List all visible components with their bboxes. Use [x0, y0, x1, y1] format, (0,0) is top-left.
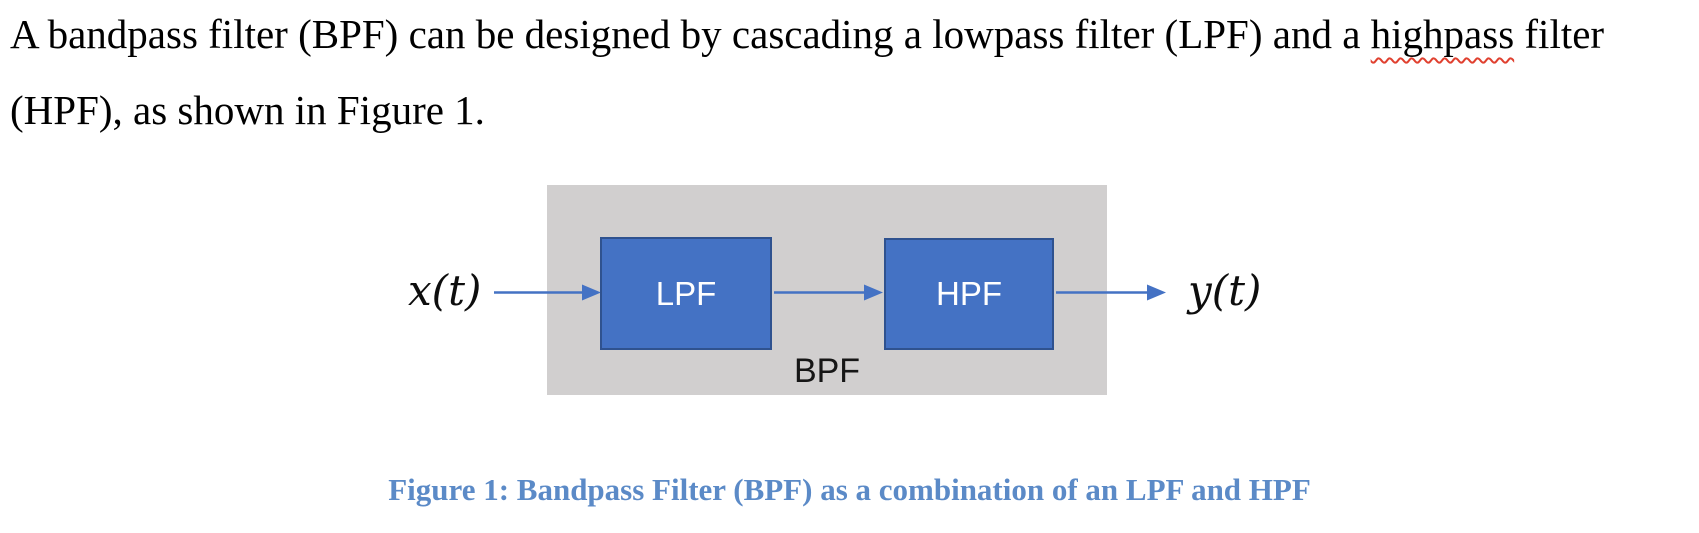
hpf-block-label: HPF [936, 275, 1002, 312]
paragraph-line-1: A bandpass filter (BPF) can be designed … [10, 11, 1604, 57]
bpf-group-label: BPF [793, 352, 861, 390]
output-signal-label: y(t) [1188, 266, 1262, 315]
misspelled-word-highpass[interactable]: highpass [1370, 11, 1515, 57]
input-signal-label: x(t) [408, 266, 482, 315]
paragraph-line-1-before: A bandpass filter (BPF) can be designed … [10, 11, 1371, 57]
paragraph-line-1-after: filter [1514, 11, 1605, 57]
figure-caption: Figure 1: Bandpass Filter (BPF) as a com… [388, 472, 1311, 507]
hpf-block: HPF [884, 238, 1054, 350]
lpf-block-label: LPF [655, 274, 717, 312]
paragraph: A bandpass filter (BPF) can be designed … [10, 0, 1699, 148]
lpf-block: LPF [600, 237, 772, 350]
paragraph-line-2: (HPF), as shown in Figure 1. [10, 87, 485, 133]
